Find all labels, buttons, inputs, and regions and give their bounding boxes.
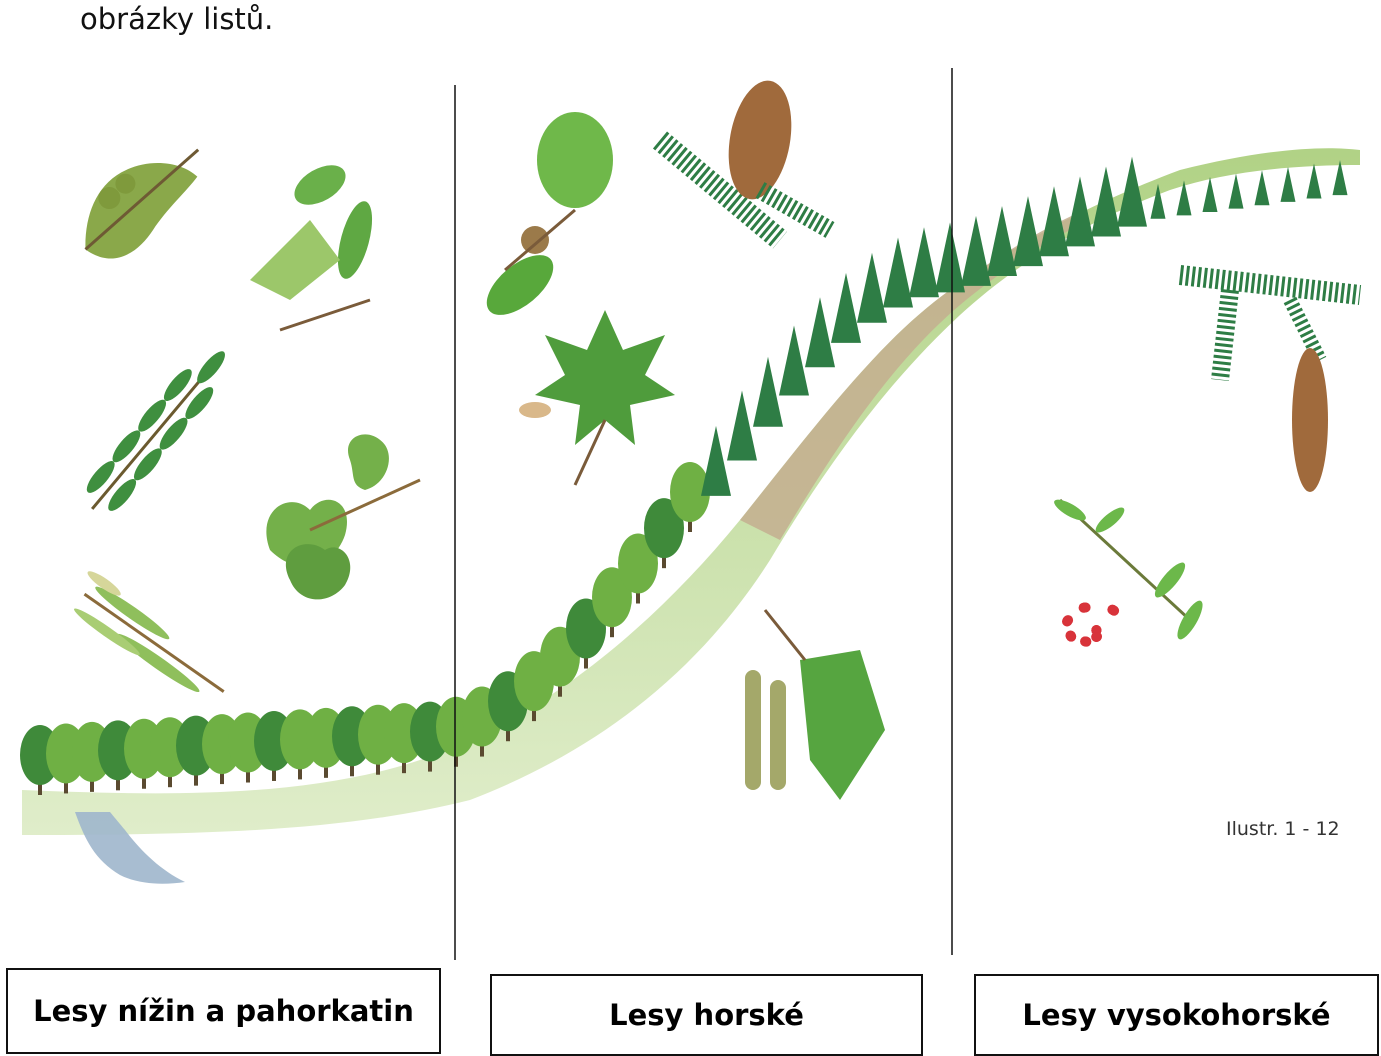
conifer-tree-icon bbox=[753, 357, 783, 427]
zone-box-mountain: Lesy horské bbox=[490, 974, 923, 1056]
conifer-tree-icon bbox=[1203, 177, 1218, 212]
conifer-tree-icon bbox=[1255, 170, 1270, 205]
conifer-tree-icon bbox=[727, 390, 757, 460]
rowan-berries-icon bbox=[1051, 496, 1207, 647]
berry-cluster bbox=[1062, 602, 1119, 646]
hornbeam-leaf-icon bbox=[250, 157, 379, 330]
conifer-tree-icon bbox=[961, 216, 991, 286]
zone-box-alpine: Lesy vysokohorské bbox=[974, 974, 1379, 1056]
oak-leaf-icon bbox=[65, 144, 224, 267]
spruce-cone-right-icon bbox=[1292, 348, 1328, 492]
conifer-tree-icon bbox=[1013, 196, 1043, 266]
berry bbox=[1066, 630, 1076, 640]
berry bbox=[1091, 632, 1101, 642]
conifer-tree-icon bbox=[1229, 174, 1244, 209]
conifer-tree-icon bbox=[1333, 160, 1348, 195]
conifer-tree-icon bbox=[805, 297, 835, 367]
beech-leaf-icon bbox=[477, 112, 613, 326]
conifer-tree-icon bbox=[857, 253, 887, 323]
illustration-caption: Ilustr. 1 - 12 bbox=[1226, 818, 1340, 840]
conifer-tree-icon bbox=[831, 273, 861, 343]
willow-leaf-icon bbox=[63, 568, 238, 711]
zone-label-alpine: Lesy vysokohorské bbox=[1022, 998, 1330, 1032]
conifer-tree-icon bbox=[987, 206, 1017, 276]
spruce-cone-icon bbox=[660, 76, 830, 240]
zone-label-lowland: Lesy nížin a pahorkatin bbox=[33, 994, 414, 1028]
berry bbox=[1081, 602, 1091, 612]
zone-box-lowland: Lesy nížin a pahorkatin bbox=[6, 968, 441, 1054]
conifer-tree-icon bbox=[883, 237, 913, 307]
linden-leaf-icon bbox=[266, 434, 420, 599]
birch-leaf-icon bbox=[745, 610, 885, 800]
conifer-tree-icon bbox=[701, 426, 731, 496]
berry bbox=[1109, 606, 1119, 616]
zone-label-mountain: Lesy horské bbox=[609, 998, 804, 1032]
berry bbox=[1063, 615, 1073, 625]
tree-line bbox=[20, 157, 1348, 795]
ash-leaf-icon bbox=[76, 338, 240, 522]
spruce-branch-icon bbox=[1180, 275, 1360, 380]
maple-leaf-icon bbox=[519, 310, 675, 485]
forest-zones-illustration bbox=[0, 0, 1381, 960]
conifer-tree-icon bbox=[909, 227, 939, 297]
conifer-tree-icon bbox=[1281, 167, 1296, 202]
conifer-tree-icon bbox=[779, 325, 809, 395]
berry bbox=[1080, 636, 1090, 646]
conifer-tree-icon bbox=[1307, 163, 1322, 198]
conifer-tree-icon bbox=[935, 222, 965, 292]
